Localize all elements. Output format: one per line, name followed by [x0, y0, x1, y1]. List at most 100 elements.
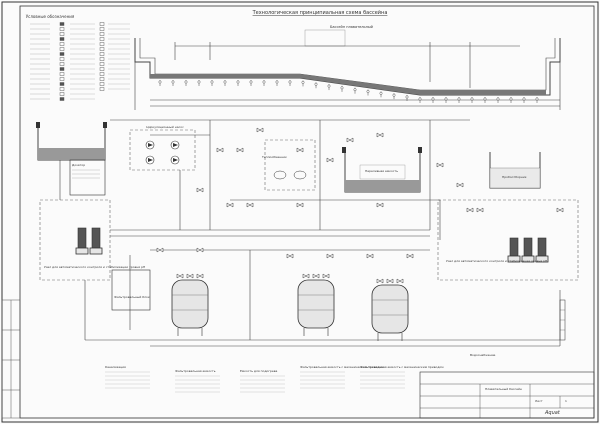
title-block: Плавательный бассейн Лист 1 Aquat	[419, 371, 595, 419]
nozzle	[327, 84, 331, 88]
legend-symbol	[99, 62, 105, 66]
nozzle	[210, 80, 214, 84]
nozzle	[418, 97, 422, 101]
valve-icon	[196, 247, 204, 253]
nozzle	[470, 97, 474, 101]
legend-symbol	[99, 47, 105, 51]
legend-symbol	[99, 22, 105, 26]
pool-nozzles	[158, 80, 539, 103]
valve-icon	[312, 273, 320, 279]
valve-icon	[366, 253, 374, 259]
valve-icon	[296, 147, 304, 153]
titleblock-name: Плавательный бассейн	[485, 387, 522, 391]
nozzle	[262, 80, 266, 84]
valve-icon	[456, 182, 464, 188]
legend-symbol	[59, 97, 65, 101]
valve-icon	[302, 273, 310, 279]
valve-icon	[322, 273, 330, 279]
nozzle	[522, 97, 526, 101]
valve-icon	[386, 278, 394, 284]
svg-text:Фильтровальная емкость: Фильтровальная емкость	[175, 369, 216, 373]
legend-symbol	[59, 22, 65, 26]
legend-symbol	[59, 42, 65, 46]
nozzle	[249, 80, 253, 84]
drawing-frame	[19, 5, 595, 419]
svg-text:Узел для автоматического контр: Узел для автоматического контроля и стаб…	[446, 259, 547, 263]
filter-tank	[171, 279, 209, 329]
valves	[156, 127, 564, 259]
svg-text:Пробоотборник: Пробоотборник	[502, 175, 527, 179]
chem-block-left: Узел для автоматического контроля и стаб…	[39, 199, 145, 281]
legend-symbol	[59, 72, 65, 76]
legend-symbol	[99, 72, 105, 76]
nozzle	[353, 88, 357, 92]
filter-tank	[297, 279, 335, 329]
heat-exchanger: Теплообменник	[261, 139, 316, 191]
svg-text:Водоснабжение: Водоснабжение	[470, 353, 496, 357]
svg-text:Циркуляционный насос: Циркуляционный насос	[146, 125, 184, 129]
nozzle	[392, 93, 396, 97]
svg-text:Теплообменник: Теплообменник	[261, 155, 287, 159]
valve-icon	[196, 273, 204, 279]
legend-symbol	[99, 77, 105, 81]
legend-symbol	[59, 27, 65, 31]
nozzle	[366, 90, 370, 93]
valve-icon	[376, 132, 384, 138]
nozzle	[158, 80, 162, 84]
legend-symbol	[99, 52, 105, 56]
filter-block: Фильтровальный блок	[111, 269, 151, 311]
nozzle	[184, 80, 188, 84]
valve-icon	[176, 273, 184, 279]
valve-icon	[256, 127, 264, 133]
filter-tanks	[171, 273, 409, 341]
nozzle	[314, 82, 318, 86]
svg-text:1: 1	[565, 399, 567, 403]
valve-icon	[326, 253, 334, 259]
valve-icon	[476, 207, 484, 213]
svg-text:Фильтровальный блок: Фильтровальный блок	[114, 295, 150, 299]
balance-tank-right: Пробоотборник	[489, 152, 541, 189]
legend-symbol	[59, 52, 65, 56]
svg-text:Узел для автоматического контр: Узел для автоматического контроля и стаб…	[44, 265, 145, 269]
legend-symbol	[99, 57, 105, 61]
legend-symbol	[59, 77, 65, 81]
valve-icon	[286, 253, 294, 259]
nozzle	[301, 81, 305, 84]
valve-icon	[196, 187, 204, 193]
valve-icon	[246, 202, 254, 208]
svg-text:Фильтровальная емкость с механ: Фильтровальная емкость с механическим пр…	[360, 365, 444, 369]
valve-icon	[396, 278, 404, 284]
nozzle	[379, 91, 383, 95]
svg-text:Емкость для подогрева: Емкость для подогрева	[240, 369, 277, 373]
legend-symbol	[59, 57, 65, 61]
legend-symbol	[59, 82, 65, 86]
chem-block-right: Узел для автоматического контроля и стаб…	[437, 199, 579, 281]
valve-icon	[226, 202, 234, 208]
nozzle	[405, 95, 409, 99]
nozzle	[496, 97, 500, 101]
circulation-pumps: Циркуляционный насос	[129, 125, 196, 171]
nozzle	[535, 97, 539, 101]
valve-icon	[326, 157, 334, 163]
balance-tank-left	[36, 122, 107, 161]
legend-symbol	[99, 67, 105, 71]
svg-text:Дозатор: Дозатор	[72, 163, 85, 167]
nozzle	[509, 97, 513, 101]
legend-symbol	[59, 47, 65, 51]
legend-symbol	[59, 37, 65, 41]
svg-text:Лист: Лист	[535, 399, 543, 403]
legend-symbol	[99, 37, 105, 41]
nozzle	[171, 80, 175, 84]
svg-text:Переливная емкость: Переливная емкость	[365, 169, 398, 173]
legend-symbol	[59, 32, 65, 36]
valve-icon	[376, 278, 384, 284]
nozzle	[236, 80, 240, 84]
legend-symbol	[99, 32, 105, 36]
valve-icon	[466, 207, 474, 213]
valve-icon	[156, 247, 164, 253]
legend-heading: Условные обозначения	[26, 14, 75, 19]
legend-symbol	[99, 42, 105, 46]
